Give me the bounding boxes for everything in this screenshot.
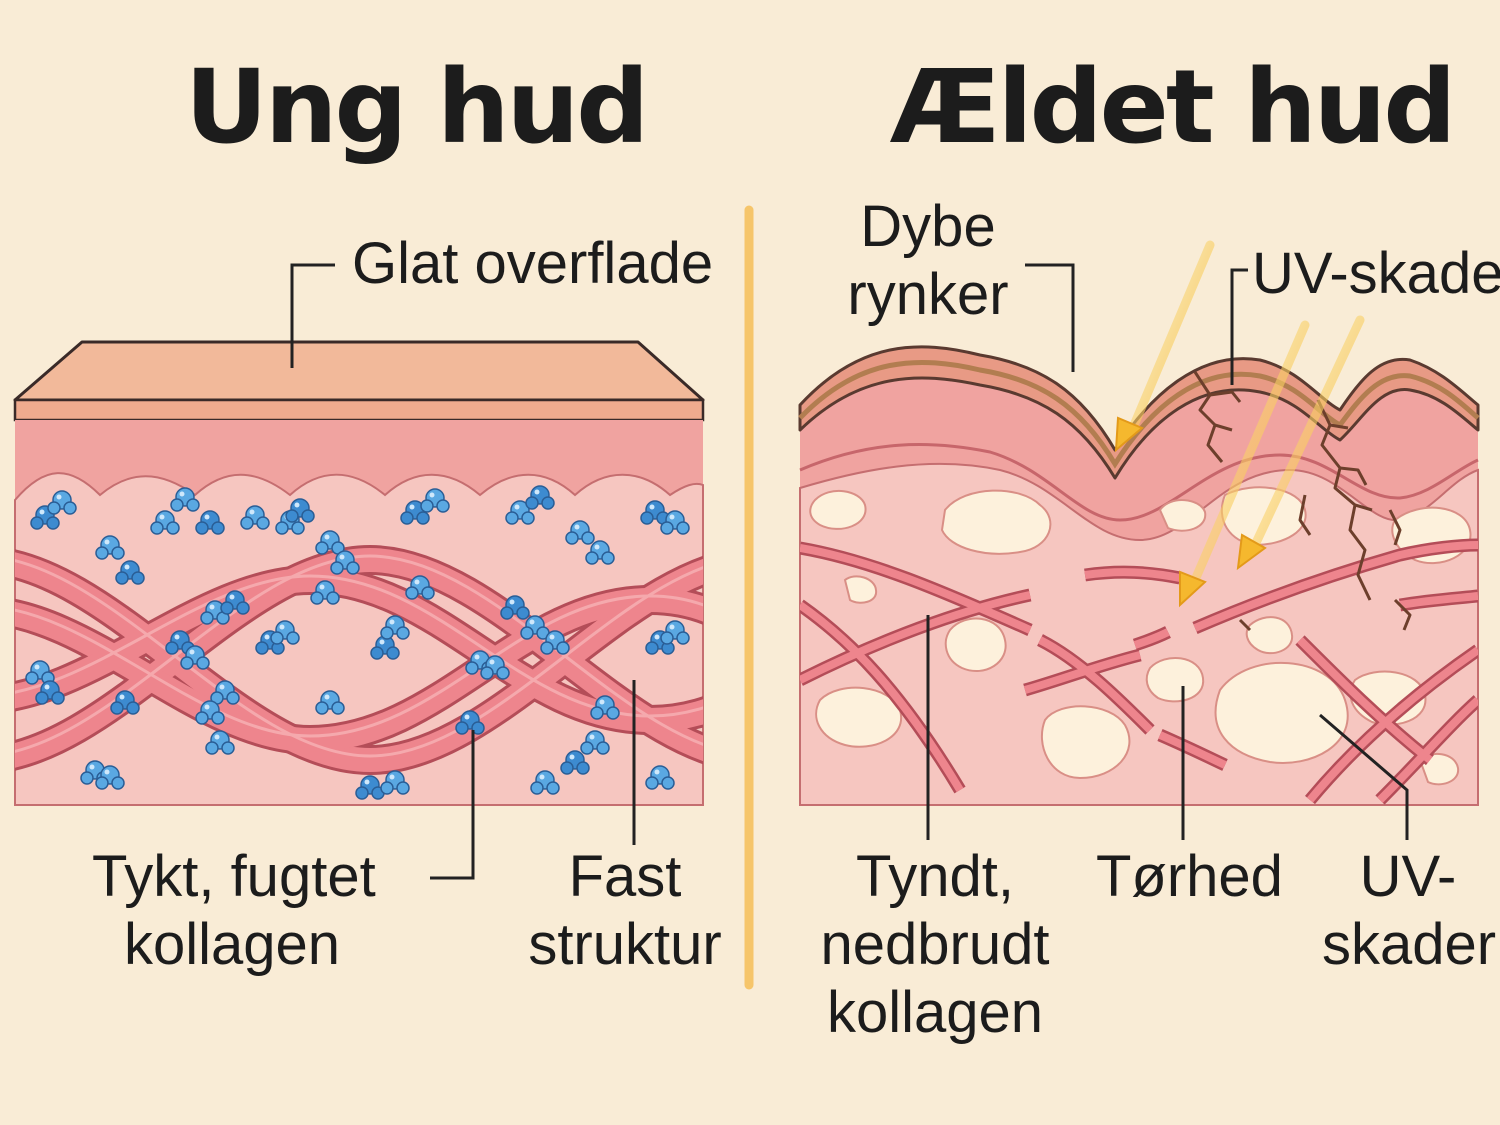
water-molecule-icon (330, 550, 360, 575)
label-uv-damage-bottom: UV- skader (1322, 843, 1497, 979)
label-thin-broken-collagen: Tyndt, nedbrudt kollagen (815, 843, 1055, 1047)
water-molecule-icon (315, 690, 345, 715)
leader-kollagen (430, 730, 475, 880)
water-molecule-icon (200, 600, 230, 625)
water-molecule-icon (210, 680, 240, 705)
label-line: nedbrudt (820, 912, 1050, 977)
water-molecule-icon (220, 590, 250, 615)
water-molecule-icon (25, 660, 55, 685)
water-molecule-icon (505, 500, 535, 525)
water-molecule-icon (660, 510, 690, 535)
label-line: Tykt, fugtet (92, 844, 376, 909)
aged-skin-block (798, 240, 1480, 806)
label-line: kollagen (123, 912, 341, 977)
water-molecule-icon (380, 770, 410, 795)
label-line: kollagen (826, 980, 1044, 1045)
aged-skin-title: Ældet hud (890, 48, 1456, 167)
label-firm-structure: Fast struktur (520, 843, 730, 979)
leader-dybe-rynker (1025, 263, 1075, 372)
water-molecule-icon (585, 540, 615, 565)
uv-arrowhead-2 (1179, 570, 1207, 608)
water-molecule-icon (195, 510, 225, 535)
water-molecule-icon (660, 620, 690, 645)
uv-rays (1114, 240, 1365, 608)
young-epidermis-band (13, 398, 705, 422)
water-molecule-icon (640, 500, 670, 525)
water-molecule-icon (170, 487, 200, 512)
water-molecule-icon (195, 700, 225, 725)
water-molecule-icon (455, 710, 485, 735)
water-molecule-icon (645, 765, 675, 790)
water-molecule-icon (150, 510, 180, 535)
label-smooth-surface: Glat overflade (352, 231, 714, 296)
leader-uv-skader-bottom (1319, 713, 1409, 840)
water-molecule-icon (310, 580, 340, 605)
young-tissue-layer (14, 472, 704, 806)
uv-arrowhead-3 (1236, 533, 1267, 571)
aged-epidermis-line (798, 359, 1480, 469)
water-molecule-icon (565, 520, 595, 545)
label-line: Dybe (860, 194, 996, 259)
label-deep-wrinkles: Dybe rynker (838, 193, 1018, 329)
water-molecule-icon (110, 690, 140, 715)
label-line: Fast (568, 844, 682, 909)
label-line: skader (1322, 912, 1497, 977)
water-molecule-icon (95, 765, 125, 790)
water-molecule-icon (530, 770, 560, 795)
water-molecule-icon (400, 500, 430, 525)
water-molecule-icon (270, 620, 300, 645)
water-molecule-icon (500, 595, 530, 620)
young-leader-lines (290, 263, 636, 880)
water-molecule-icon (580, 730, 610, 755)
water-molecule-icon (240, 505, 270, 530)
label-line: struktur (528, 912, 722, 977)
label-line: UV- (1359, 844, 1457, 909)
water-molecule-icon (205, 730, 235, 755)
young-skin-title: Ung hud (185, 48, 649, 167)
water-molecule-icon (520, 615, 550, 640)
label-line: Tyndt, (856, 844, 1014, 909)
aged-collagen-fragments (800, 538, 1478, 805)
young-collagen-bundles (15, 544, 703, 776)
label-thick-hydrated-collagen: Tykt, fugtet kollagen (92, 843, 376, 979)
water-molecule-icon (420, 488, 450, 513)
water-molecule-icon (115, 560, 145, 585)
water-molecule-icon (47, 490, 77, 515)
water-molecule-icon (480, 655, 510, 680)
young-skin-block (13, 340, 705, 806)
aged-epidermis (798, 345, 1480, 480)
water-molecule-icon (540, 630, 570, 655)
water-molecule-icon (180, 645, 210, 670)
label-uv-damage-top: UV-skader (1252, 241, 1500, 306)
uv-arrowhead-1 (1114, 416, 1144, 453)
water-molecule-icon (380, 615, 410, 640)
skin-cracks (1193, 371, 1412, 632)
aged-leader-lines (926, 263, 1409, 840)
water-molecule-icon (315, 530, 345, 555)
water-molecule-icon (405, 575, 435, 600)
label-line: rynker (847, 262, 1009, 327)
water-molecule-icon (370, 635, 400, 660)
water-molecule-icon (590, 695, 620, 720)
leader-glat-overflade (290, 263, 335, 368)
water-molecule-icon (525, 485, 555, 510)
water-molecules (25, 485, 690, 800)
young-epidermis-top-face (13, 340, 705, 402)
leader-uv-skader-top (1230, 268, 1248, 385)
water-molecule-icon (95, 535, 125, 560)
water-molecule-icon (560, 750, 590, 775)
water-molecule-icon (285, 498, 315, 523)
label-dryness: Tørhed (1096, 844, 1283, 909)
water-molecule-icon (35, 680, 65, 705)
